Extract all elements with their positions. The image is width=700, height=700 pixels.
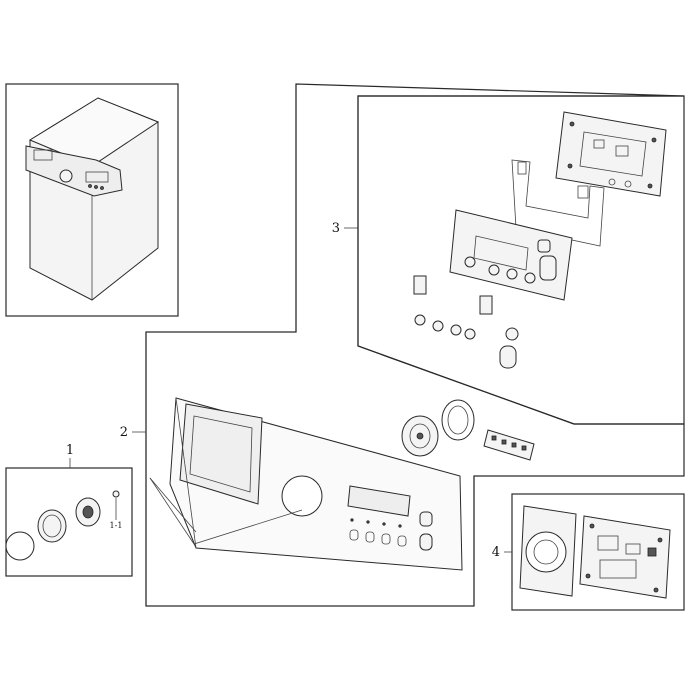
- pcb-board: [555, 111, 667, 197]
- knob-spring: [112, 490, 120, 498]
- encoder-assembly: [401, 399, 535, 461]
- callout-3: 3: [332, 221, 340, 236]
- button-caps: [414, 314, 519, 369]
- callout-2: 2: [120, 425, 128, 440]
- callout-1: 1: [66, 443, 74, 458]
- main-pcb-panel: 4: [492, 493, 685, 611]
- main-pcb: [519, 505, 671, 599]
- callout-4: 4: [492, 545, 500, 560]
- dial-knob-panel: 1 1-1: [5, 443, 133, 577]
- pcb-assembly-panel: 3: [332, 95, 685, 425]
- clip-right: [479, 295, 493, 315]
- callout-1-1: 1-1: [110, 521, 123, 530]
- button-holder: [449, 209, 573, 301]
- knob-cap: [5, 531, 35, 561]
- washer-overview-panel: [5, 83, 179, 317]
- knob-ring: [37, 509, 67, 543]
- clip-left: [413, 275, 427, 295]
- control-panel: [169, 397, 463, 571]
- control-panel-panel: 2: [120, 83, 685, 607]
- washer-illustration: [25, 97, 160, 301]
